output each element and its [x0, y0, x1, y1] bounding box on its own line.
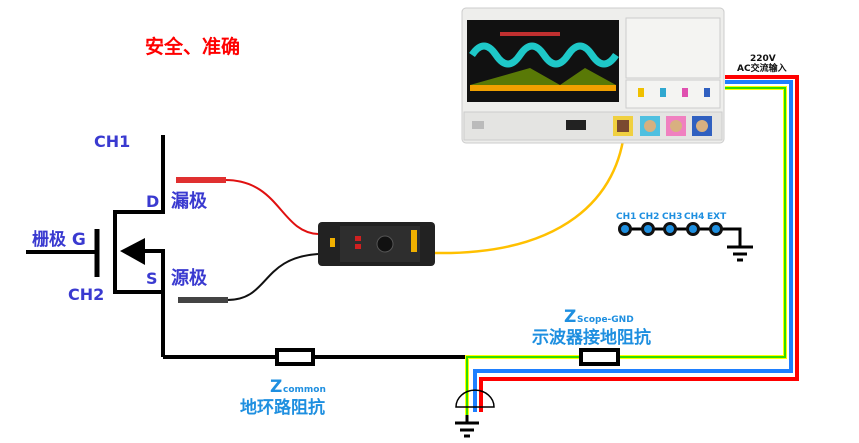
z-common-z: Z: [270, 377, 282, 397]
scope-ground-label: 示波器接地阻抗: [532, 327, 651, 348]
oscilloscope-image: [461, 7, 725, 144]
probe-leads: [176, 123, 627, 303]
bnc-ch3-icon: [663, 222, 677, 236]
bnc-ext-icon: [709, 222, 723, 236]
channel-ground-connections: [618, 222, 753, 262]
gate-label: 栅极 G: [32, 229, 86, 250]
red-probe-tip: [176, 177, 226, 183]
z-scope-sub: Scope-GND: [577, 315, 634, 325]
ch2-label: CH2: [68, 285, 104, 304]
source-label: 源极: [171, 267, 208, 289]
channel-label-ch4: CH4: [684, 212, 704, 222]
arrow-icon: [120, 238, 145, 265]
source-letter: S: [146, 269, 158, 288]
black-probe-tip: [178, 297, 228, 303]
plug-icon: [455, 389, 495, 408]
channel-label-ch2: CH2: [639, 212, 659, 222]
mains-wires: [465, 75, 799, 415]
z-scope-resistor: [579, 348, 620, 366]
z-scope-z: Z: [564, 307, 576, 327]
ac-voltage: 220V: [750, 54, 776, 64]
bnc-ch4-icon: [686, 222, 700, 236]
differential-probe: [318, 222, 435, 266]
channel-label-ch3: CH3: [662, 212, 682, 222]
signal-cable: [434, 123, 627, 255]
bnc-ch1-icon: [618, 222, 632, 236]
mosfet-symbol: [26, 135, 165, 357]
channel-label-ext: EXT: [707, 212, 727, 222]
z-common-sub: common: [283, 385, 326, 395]
drain-label: 漏极: [171, 191, 208, 212]
ground-loop-label: 地环路阻抗: [240, 397, 325, 418]
title: 安全、准确: [145, 35, 240, 58]
bnc-ch2-icon: [641, 222, 655, 236]
z-common-resistor: [275, 348, 315, 366]
earth-ground-icon: [455, 415, 479, 438]
drain-letter: D: [146, 192, 159, 211]
channel-label-ch1: CH1: [616, 212, 636, 222]
ch1-label: CH1: [94, 132, 130, 151]
ac-input-label: AC交流输入: [737, 62, 787, 74]
